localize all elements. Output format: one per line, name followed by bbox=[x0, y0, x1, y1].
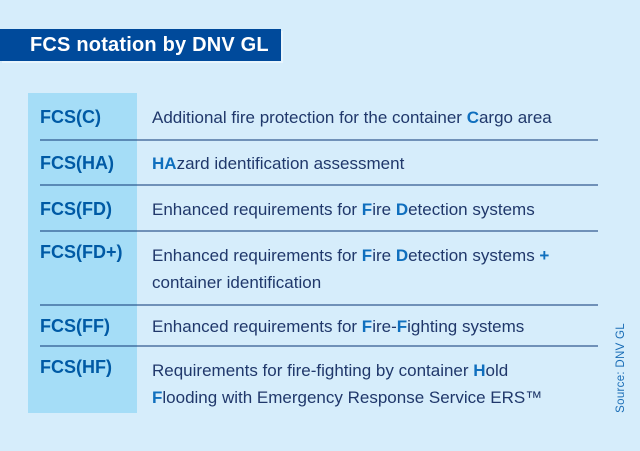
row-divider bbox=[40, 184, 598, 186]
highlight-letter: HA bbox=[152, 154, 177, 173]
highlight-letter: F bbox=[361, 246, 373, 265]
highlight-letter: F bbox=[361, 199, 373, 219]
fcs-code-cell: FCS(FD) bbox=[28, 186, 137, 232]
highlight-letter: D bbox=[395, 199, 409, 219]
fcs-description-cell: Additional fire protection for the conta… bbox=[152, 107, 552, 127]
fcs-notation-table: FCS(C) Additional fire protection for th… bbox=[28, 93, 598, 413]
row-divider bbox=[40, 139, 598, 141]
fcs-code-cell: FCS(HF) bbox=[28, 347, 137, 413]
fcs-code-cell: FCS(HA) bbox=[28, 141, 137, 186]
fcs-description-cell: Enhanced requirements for Fire Detection… bbox=[152, 199, 535, 219]
source-credit: Source: DNV GL bbox=[615, 323, 627, 413]
highlight-letter: F bbox=[152, 388, 163, 407]
fcs-description-cell: Enhanced requirements for Fire Detection… bbox=[152, 246, 550, 292]
highlight-letter: C bbox=[466, 107, 479, 127]
table-row: FCS(HA) HAzard identification assessment bbox=[28, 141, 598, 186]
row-divider bbox=[40, 304, 598, 306]
page-title: FCS notation by DNV GL bbox=[30, 33, 269, 56]
table-row: FCS(C) Additional fire protection for th… bbox=[28, 93, 598, 141]
table-row: FCS(FF) Enhanced requirements for Fire-F… bbox=[28, 306, 598, 347]
fcs-description-cell: Requirements for fire-fighting by contai… bbox=[152, 361, 543, 407]
highlight-letter: H bbox=[473, 361, 486, 380]
fcs-description-cell: HAzard identification assessment bbox=[152, 154, 405, 173]
fcs-description-cell: Enhanced requirements for Fire-Fighting … bbox=[152, 317, 525, 336]
highlight-letter: F bbox=[396, 317, 408, 336]
fcs-code-cell: FCS(FF) bbox=[28, 306, 137, 347]
fcs-code-cell: FCS(C) bbox=[28, 93, 137, 141]
highlight-letter: F bbox=[361, 317, 373, 336]
fcs-code-cell: FCS(FD+) bbox=[28, 232, 137, 306]
row-divider bbox=[40, 230, 598, 232]
title-banner: FCS notation by DNV GL bbox=[0, 29, 281, 61]
row-divider bbox=[40, 345, 598, 347]
highlight-letter: D bbox=[395, 246, 409, 265]
highlight-letter: + bbox=[539, 246, 550, 265]
table-row: FCS(HF) Requirements for fire-fighting b… bbox=[28, 347, 598, 413]
table-row: FCS(FD+) Enhanced requirements for Fire … bbox=[28, 232, 598, 306]
table-row: FCS(FD) Enhanced requirements for Fire D… bbox=[28, 186, 598, 232]
